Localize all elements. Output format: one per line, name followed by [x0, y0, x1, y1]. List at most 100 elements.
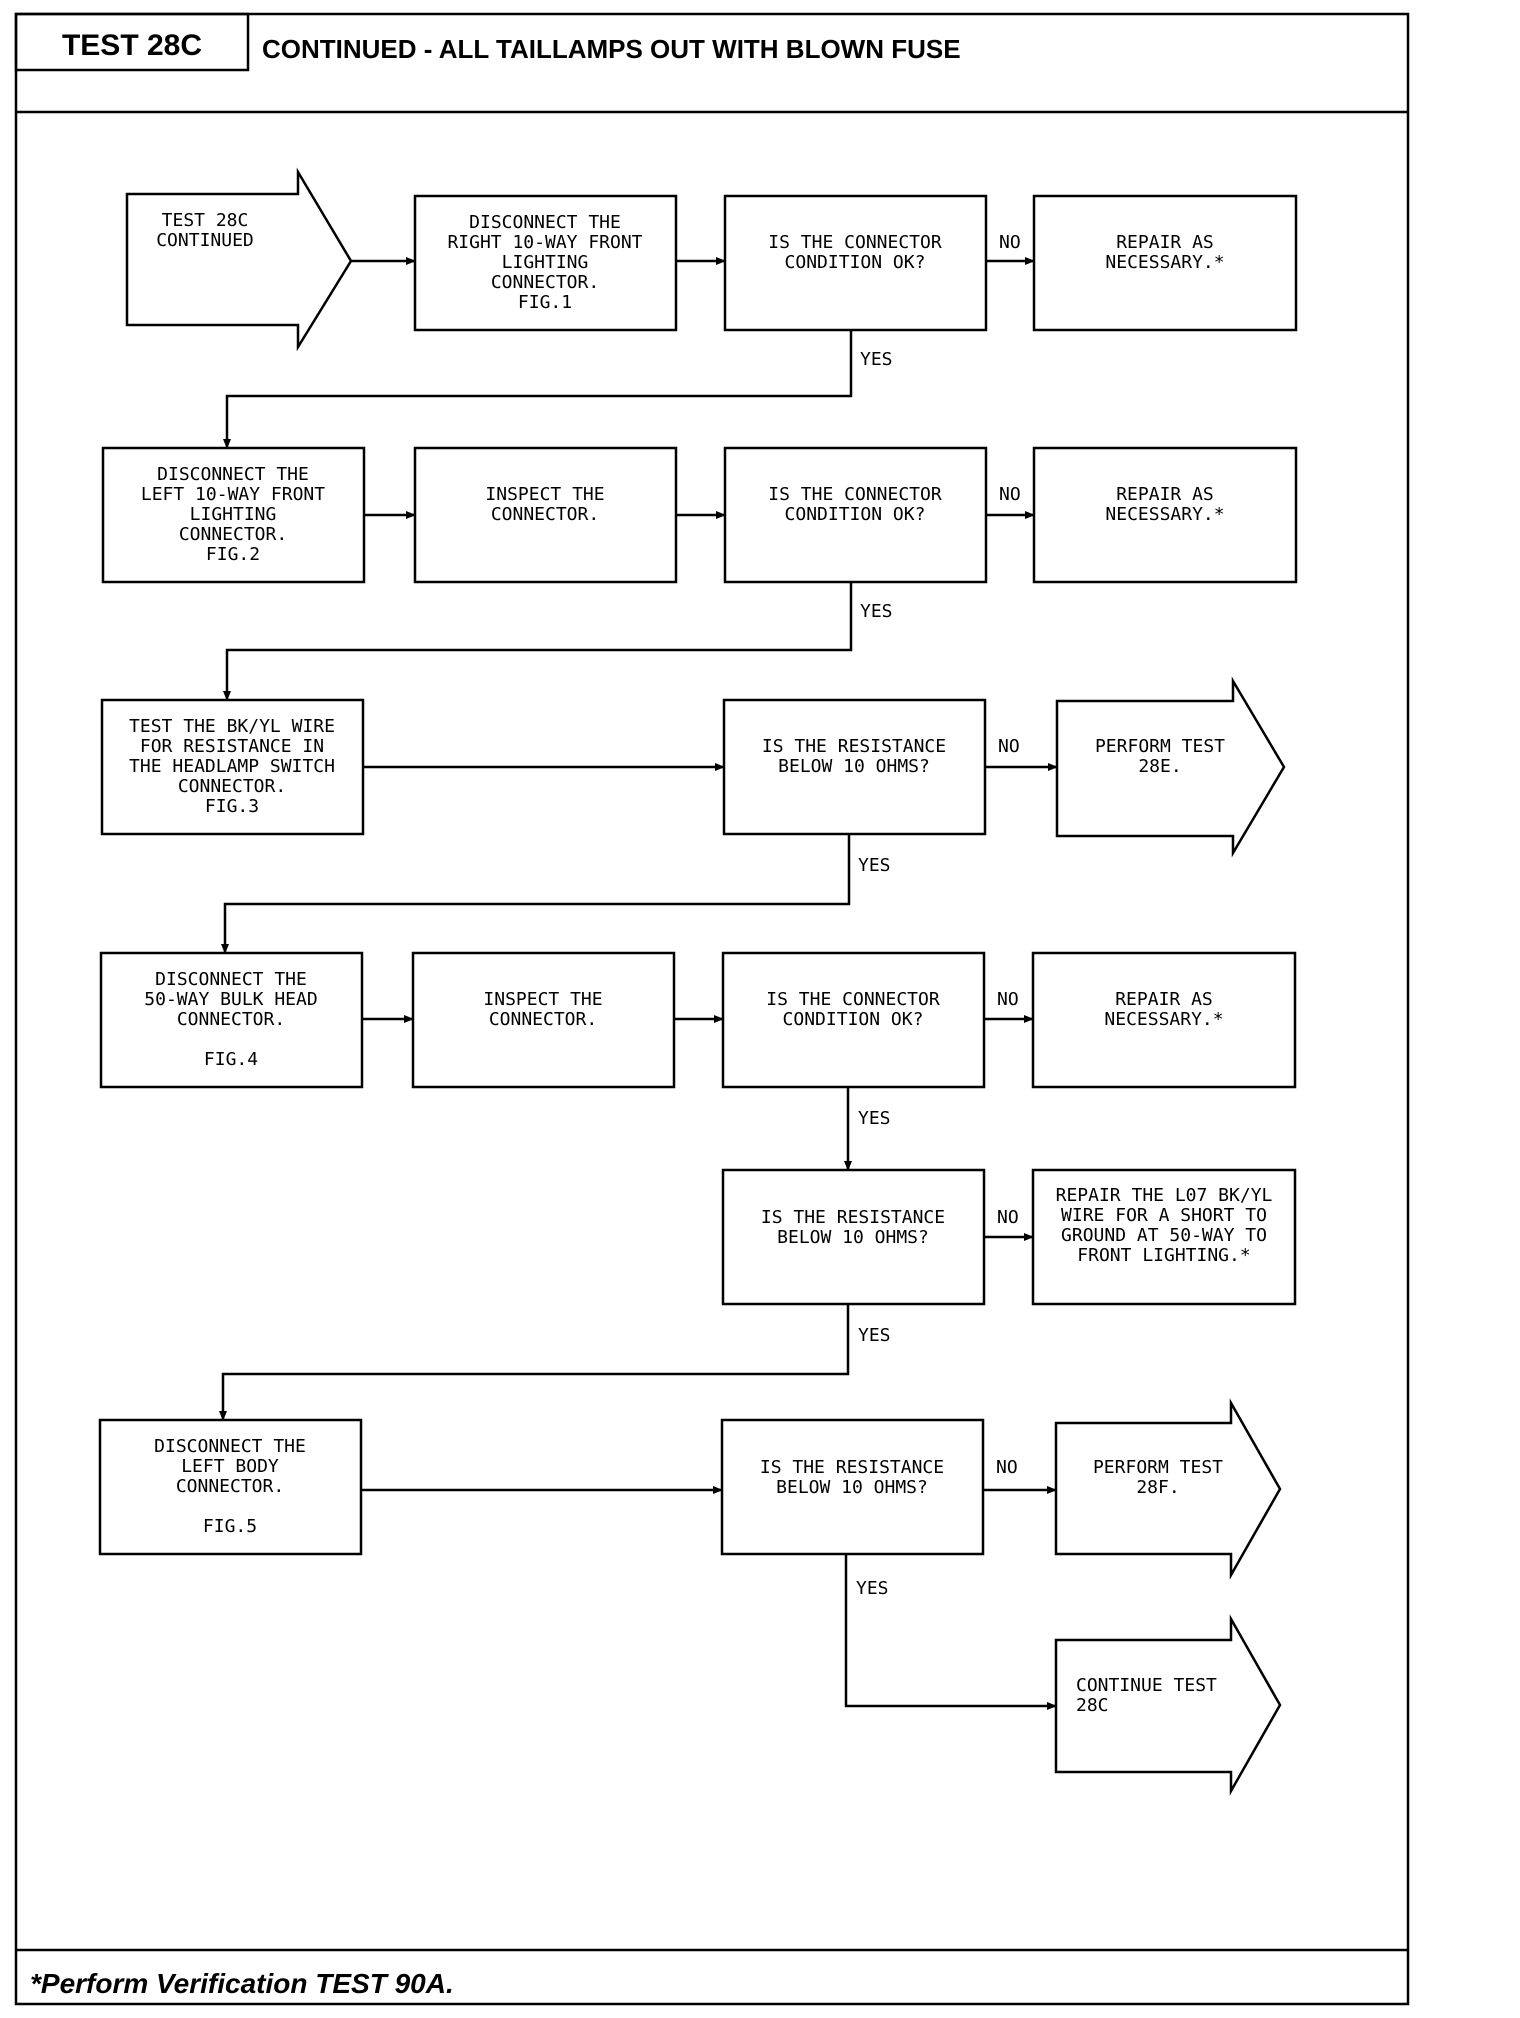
decision2-text: CONDITION OK? [785, 504, 926, 525]
continue-text: CONTINUE TEST [1076, 1675, 1217, 1696]
inspect4-box [411, 951, 676, 1089]
step3-text: THE HEADLAMP SWITCH [129, 756, 335, 777]
repair2-text: REPAIR AS [1116, 484, 1214, 505]
yes-label: YES [858, 1325, 891, 1346]
repair4-box [1031, 951, 1297, 1089]
step1-text: FIG.1 [518, 292, 572, 313]
yes-label: YES [856, 1578, 889, 1599]
decision4-text: IS THE CONNECTOR [766, 989, 940, 1010]
step6-text: CONNECTOR. [176, 1476, 284, 1497]
step3-text: FOR RESISTANCE IN [140, 736, 324, 757]
step1-text: LIGHTING [502, 252, 589, 273]
step2-box [101, 446, 366, 584]
no-label: NO [999, 484, 1021, 505]
decision3-text: IS THE RESISTANCE [762, 736, 946, 757]
perform6-arrow [1054, 1398, 1282, 1580]
step4-text: CONNECTOR. [177, 1009, 285, 1030]
step6-text: LEFT BODY [181, 1456, 279, 1477]
step1-text: CONNECTOR. [491, 272, 599, 293]
yes-label: YES [860, 349, 893, 370]
yes-label: YES [858, 1108, 891, 1129]
repair5-box [1031, 1168, 1297, 1306]
no-label: NO [999, 232, 1021, 253]
page-title: CONTINUED - ALL TAILLAMPS OUT WITH BLOWN… [262, 34, 961, 64]
test-label: TEST 28C [62, 29, 202, 62]
connector-decision1-yes [223, 330, 853, 449]
decision4-text: CONDITION OK? [783, 1009, 924, 1030]
no-label: NO [997, 989, 1019, 1010]
step4-fig-text: FIG.4 [204, 1049, 258, 1070]
perform6-text: PERFORM TEST [1093, 1457, 1223, 1478]
decision6-box [720, 1418, 985, 1556]
step3-text: CONNECTOR. [178, 776, 286, 797]
step3-text: FIG.3 [205, 796, 259, 817]
perform6-text: 28F. [1136, 1477, 1179, 1498]
step4-box [99, 951, 364, 1089]
step1-text: RIGHT 10-WAY FRONT [447, 232, 642, 253]
connector-decision3-yes [221, 834, 851, 954]
test-label-box [14, 12, 250, 72]
decision2-box [723, 446, 988, 584]
decision6-text: BELOW 10 OHMS? [776, 1477, 928, 1498]
continue-text: 28C [1076, 1695, 1109, 1716]
decision5-box [721, 1168, 986, 1306]
inspect2-text: INSPECT THE [485, 484, 604, 505]
yes-label: YES [860, 601, 893, 622]
step6-box [98, 1418, 363, 1556]
step3-text: TEST THE BK/YL WIRE [129, 716, 335, 737]
repair4-text: REPAIR AS [1115, 989, 1213, 1010]
step2-text: LEFT 10-WAY FRONT [141, 484, 325, 505]
inspect4-text: CONNECTOR. [489, 1009, 597, 1030]
continue-arrow [1054, 1614, 1282, 1796]
repair5-text: REPAIR THE L07 BK/YL [1056, 1185, 1273, 1206]
perform3-arrow [1055, 676, 1286, 858]
start-arrow [125, 167, 353, 352]
start-text: CONTINUED [156, 230, 254, 251]
decision1-text: CONDITION OK? [785, 252, 926, 273]
connector-decision2-yes [223, 582, 853, 701]
repair4-text: NECESSARY.* [1104, 1009, 1223, 1030]
step2-text: CONNECTOR. [179, 524, 287, 545]
step4-text: 50-WAY BULK HEAD [144, 989, 317, 1010]
decision1-box [723, 194, 988, 332]
step1-box [413, 194, 678, 332]
decision3-text: BELOW 10 OHMS? [778, 756, 930, 777]
repair2-box [1032, 446, 1298, 584]
connector-decision5-yes [219, 1304, 850, 1421]
page-border [14, 12, 1410, 2006]
repair2-text: NECESSARY.* [1105, 504, 1224, 525]
step3-box [100, 698, 365, 836]
repair5-text: GROUND AT 50-WAY TO [1061, 1225, 1267, 1246]
decision5-text: IS THE RESISTANCE [761, 1207, 945, 1228]
step2-text: FIG.2 [206, 544, 260, 565]
step6-fig-text: FIG.5 [203, 1516, 257, 1537]
decision6-text: IS THE RESISTANCE [760, 1457, 944, 1478]
no-label: NO [996, 1457, 1018, 1478]
decision2-text: IS THE CONNECTOR [768, 484, 942, 505]
step6-text: DISCONNECT THE [154, 1436, 306, 1457]
perform3-text: PERFORM TEST [1095, 736, 1225, 757]
yes-label: YES [858, 855, 891, 876]
connector-decision6-yes [844, 1554, 1057, 1710]
decision3-box [722, 698, 987, 836]
inspect2-box [413, 446, 678, 584]
no-label: NO [998, 736, 1020, 757]
step2-text: LIGHTING [190, 504, 277, 525]
repair1-text: NECESSARY.* [1105, 252, 1224, 273]
step1-text: DISCONNECT THE [469, 212, 621, 233]
start-text: TEST 28C [162, 210, 249, 231]
perform3-text: 28E. [1138, 756, 1181, 777]
repair1-box [1032, 194, 1298, 332]
repair5-text: FRONT LIGHTING.* [1077, 1245, 1250, 1266]
inspect2-text: CONNECTOR. [491, 504, 599, 525]
inspect4-text: INSPECT THE [483, 989, 602, 1010]
repair5-text: WIRE FOR A SHORT TO [1061, 1205, 1267, 1226]
step4-text: DISCONNECT THE [155, 969, 307, 990]
decision4-box [721, 951, 986, 1089]
footer-note: *Perform Verification TEST 90A. [30, 1968, 454, 1999]
decision5-text: BELOW 10 OHMS? [777, 1227, 929, 1248]
repair1-text: REPAIR AS [1116, 232, 1214, 253]
step2-text: DISCONNECT THE [157, 464, 309, 485]
